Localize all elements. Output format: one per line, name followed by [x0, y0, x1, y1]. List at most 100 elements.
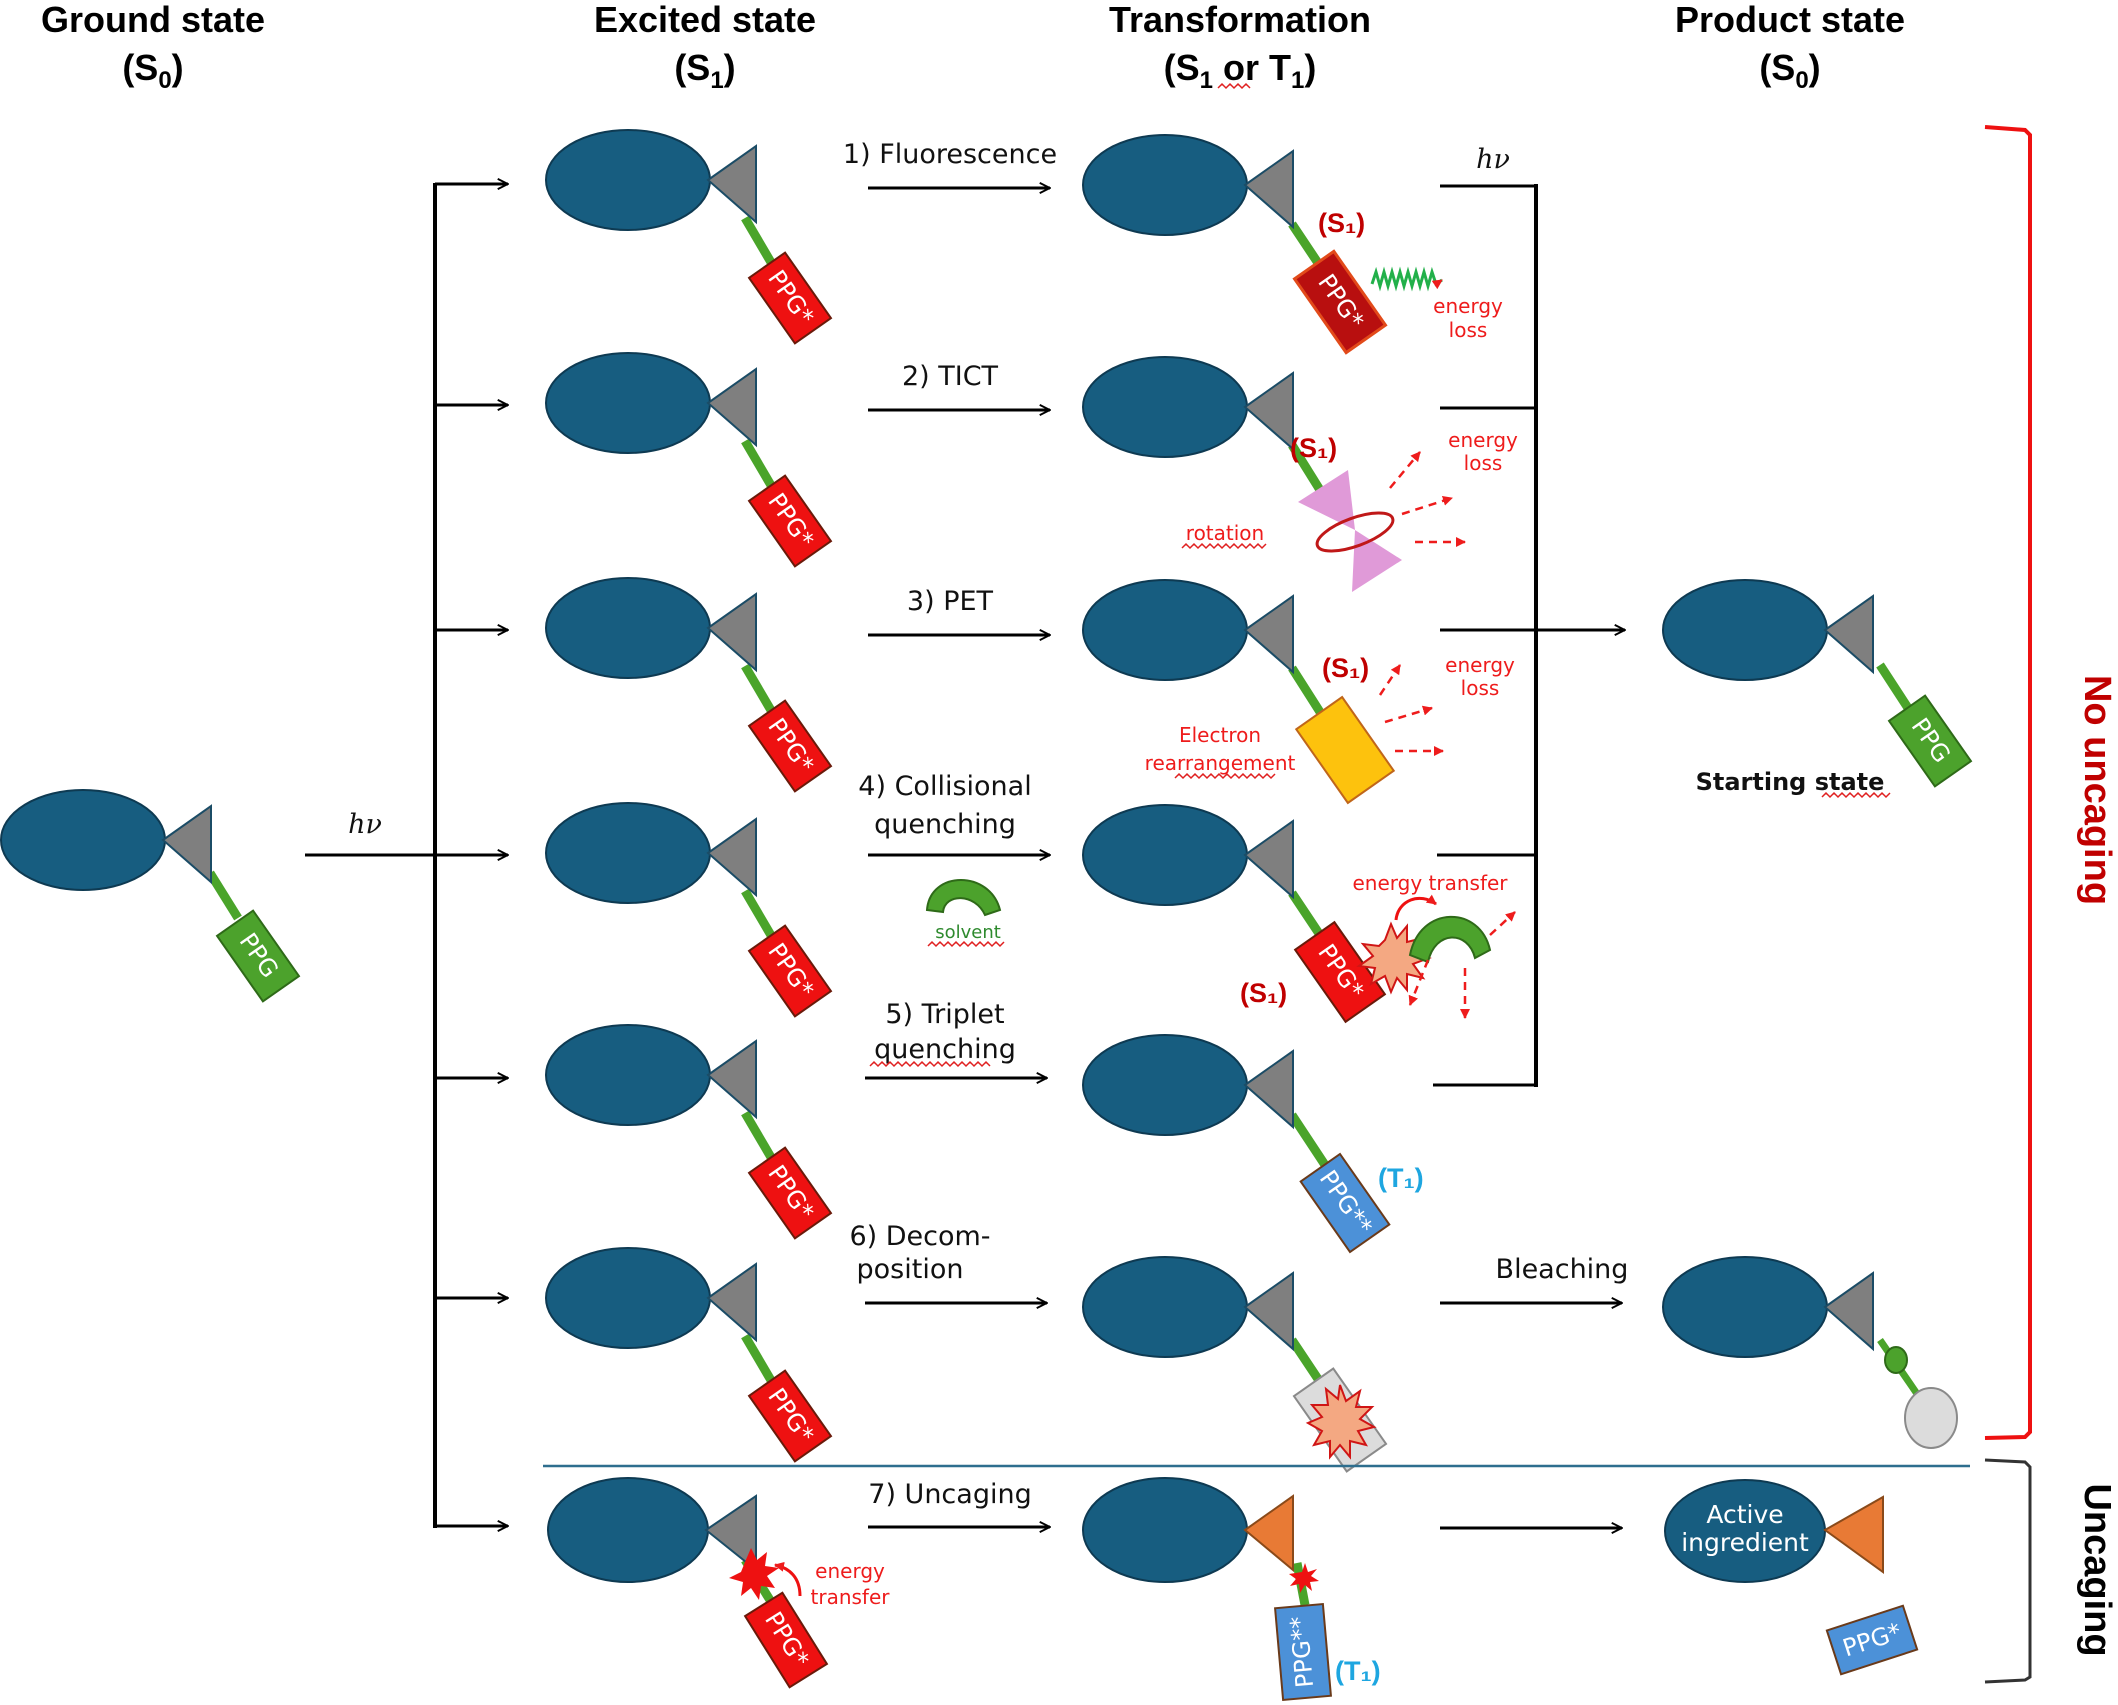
triangle-group	[704, 1494, 757, 1573]
electron-rearrangement-note: Electron	[1179, 723, 1261, 747]
header-symbol-end: )	[172, 47, 184, 88]
molecule-body	[545, 1247, 757, 1349]
energy-transfer-note: energy transfer	[1352, 871, 1508, 895]
energy-dissipation-arrow	[1401, 495, 1453, 516]
energy-transfer-arrow	[774, 1561, 802, 1597]
spellcheck-squiggle	[927, 940, 1005, 948]
process-label-pet: 3) PET	[907, 586, 994, 617]
ppg-tag-excited: PPG*	[1293, 920, 1387, 1024]
ppg-tag-excited: PPG*	[747, 1369, 833, 1463]
spellcheck-squiggle	[1181, 542, 1267, 550]
header-symbol-text: (S	[122, 47, 158, 88]
excited-state-molecules: PPG*PPG*PPG*PPG*PPG*PPG*	[545, 129, 833, 1463]
excited-molecule: PPG*	[545, 802, 833, 1018]
header-symbol-end: )	[1809, 47, 1821, 88]
header-symbol-text: (S	[1759, 47, 1795, 88]
header-symbol-sub: 0	[1795, 67, 1808, 94]
hv-emission-label: hν	[1476, 144, 1510, 175]
header-symbol-text: (S	[1164, 47, 1200, 88]
linker	[1288, 1112, 1329, 1168]
transform-tict: (S₁) rotation energy loss	[1082, 356, 1518, 592]
active-ingredient-label: ingredient	[1681, 1528, 1809, 1557]
state-label-s1: (S₁)	[1290, 433, 1337, 463]
hv-label: hν	[348, 809, 382, 840]
product-uncaged: Active ingredient PPG*	[1664, 1479, 1919, 1676]
linker	[1288, 1337, 1324, 1385]
header-excited-state-symbol: (S1)	[674, 47, 735, 94]
molecule-body	[545, 352, 757, 454]
electron-rearranged-ppg-box	[1294, 695, 1396, 805]
header-symbol-sub: 0	[158, 67, 171, 94]
twisted-ppg-bowtie-icon	[1298, 470, 1402, 592]
bleaching-label: Bleaching	[1496, 1254, 1629, 1285]
energy-loss-note: energy	[1448, 428, 1518, 452]
released-group-triangle	[1243, 1494, 1294, 1573]
energy-transfer-note: energy	[815, 1559, 885, 1583]
uncaging-label: Uncaging	[2076, 1483, 2118, 1656]
energy-dissipation-arrow	[1384, 705, 1433, 724]
ppg-tag-excited: PPG*	[747, 699, 833, 793]
active-ingredient-label: Active	[1706, 1500, 1783, 1529]
product-bleached	[1662, 1256, 1958, 1449]
process-arrows: 1) Fluorescence 2) TICT 3) PET 4) Collis…	[843, 139, 1057, 1527]
molecule-body	[1082, 134, 1294, 236]
rotation-note: rotation	[1186, 521, 1264, 545]
header-transformation-symbol: (S1 or T1)	[1164, 47, 1317, 94]
molecule-body	[1082, 579, 1294, 681]
state-label-s1: (S₁)	[1240, 978, 1287, 1008]
header-symbol-end: )	[724, 47, 736, 88]
header-symbol-sub2: 1	[1291, 67, 1304, 94]
no-uncaging-label: No uncaging	[2076, 675, 2118, 905]
excited-molecule: PPG*	[545, 1247, 833, 1463]
header-symbol-sub: 1	[1200, 67, 1213, 94]
collision-burst-icon	[1356, 921, 1432, 995]
process-label-collisional-2: quenching	[874, 809, 1016, 840]
header-product-state: Product state	[1675, 0, 1905, 40]
column-headers: Ground state (S0) Excited state (S1) Tra…	[41, 0, 1905, 94]
linker	[741, 663, 776, 715]
bleached-fragment-node	[1884, 1346, 1908, 1374]
excited-molecule: PPG*	[545, 352, 833, 568]
transform-triplet: PPG** (T₁)	[1082, 1034, 1424, 1254]
linker	[1288, 665, 1324, 715]
spellcheck-squiggle	[1217, 82, 1251, 90]
process-label-triplet-2: quenching	[874, 1034, 1016, 1065]
state-label-s1: (S₁)	[1322, 653, 1369, 683]
uncaging-bracket	[1984, 1458, 2032, 1684]
process-label-decomposition: 6) Decom-	[849, 1221, 990, 1252]
linker	[1288, 442, 1324, 493]
linker	[206, 870, 242, 921]
molecule-body	[1082, 1256, 1294, 1358]
molecule-body	[547, 1477, 709, 1583]
molecule-body	[545, 129, 757, 231]
linker	[1876, 662, 1912, 711]
energy-loss-note: energy	[1433, 294, 1503, 318]
ppg-tag-excited: PPG*	[747, 474, 833, 568]
state-label-t1: (T₁)	[1335, 1656, 1381, 1686]
linker	[1288, 221, 1324, 269]
fluorescence-emission-wave-icon	[1370, 266, 1443, 292]
spellcheck-squiggle	[1174, 772, 1276, 780]
linker	[741, 888, 776, 940]
energy-dissipation-arrow	[1378, 664, 1402, 696]
process-label-fluorescence: 1) Fluorescence	[843, 139, 1057, 170]
molecule-body	[1082, 804, 1294, 906]
transform-uncaging: PPG** (T₁)	[1082, 1477, 1381, 1702]
product-starting-state: PPG Starting state	[1662, 579, 1973, 799]
ppg-tag-excited: PPG*	[747, 924, 833, 1018]
ppg-tag-ground: PPG	[215, 909, 301, 1003]
molecule-body	[545, 802, 757, 904]
ppg-tag-ground: PPG	[1887, 694, 1973, 788]
energy-transfer-arrow	[1394, 894, 1437, 921]
process-label-triplet: 5) Triplet	[885, 999, 1004, 1030]
process-label-collisional: 4) Collisional	[858, 771, 1031, 802]
transform-pet: (S₁) Electron rearrangement energy loss	[1082, 579, 1515, 805]
header-symbol-text: (S	[674, 47, 710, 88]
ppg-tag-excited: PPG*	[747, 1146, 833, 1240]
header-excited-state: Excited state	[594, 0, 816, 40]
linker	[1288, 890, 1324, 938]
transform-decomposition	[1082, 1256, 1388, 1473]
molecule-body	[1082, 356, 1294, 458]
molecule-body	[1082, 1477, 1248, 1583]
